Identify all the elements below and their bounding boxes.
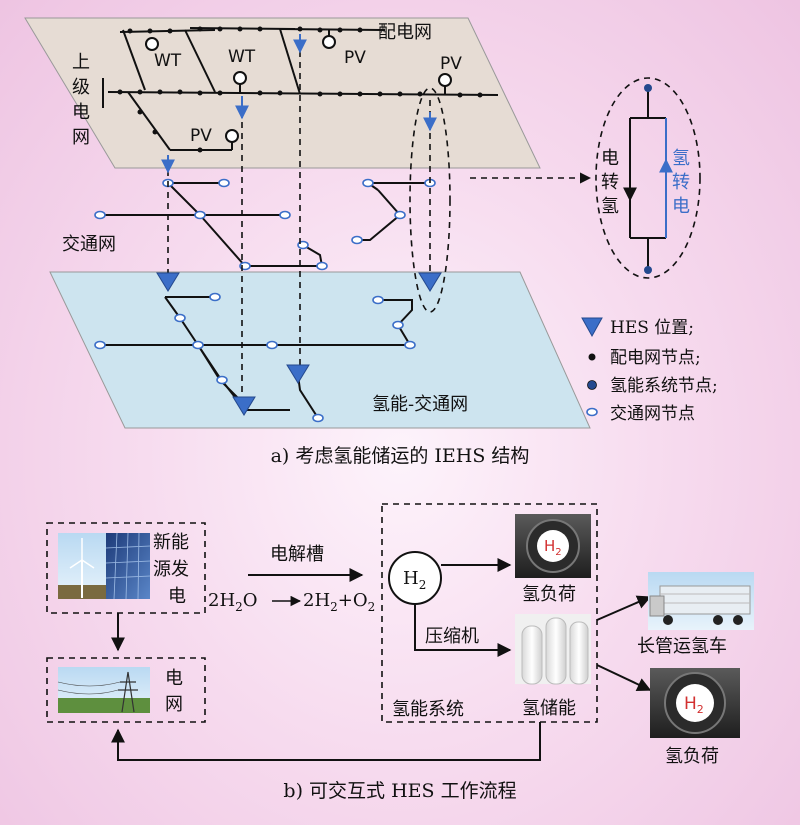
power-to-h2-label: 转 — [601, 172, 619, 193]
coupling-lines — [167, 40, 451, 400]
pv-label: PV — [190, 126, 212, 146]
h2-system-box — [381, 503, 598, 723]
renewable-box — [46, 522, 206, 614]
upper-grid-label: 上 — [72, 52, 90, 73]
legend-blue-dot-symbol — [587, 380, 597, 390]
legend-h2-node-text: 氢能系统节点; — [610, 376, 718, 396]
pv-label: PV — [440, 54, 462, 74]
legend-traffic-node-text: 交通网节点 — [610, 404, 695, 424]
to-tube-trailer-arrow — [596, 595, 652, 621]
pv-symbol — [225, 129, 239, 143]
wt-symbol — [233, 71, 247, 85]
wt-label: WT — [228, 47, 256, 67]
h2-to-power-label: 电 — [672, 196, 690, 217]
distribution-network — [102, 27, 499, 151]
pv-label: PV — [344, 48, 366, 68]
upper-grid-label: 电 — [72, 102, 90, 123]
to-right-h2-load-arrow — [596, 664, 652, 691]
compressor-label: 压缩机 — [425, 626, 479, 647]
h2-storage-image — [515, 614, 591, 685]
renewable-label: 源发 — [153, 559, 189, 580]
conversion-detail — [595, 77, 701, 279]
wt-symbol — [145, 37, 159, 51]
h2-load-label: 氢负荷 — [522, 584, 576, 605]
caption-a: a) 考虑氢能储运的 IEHS 结构 — [271, 445, 530, 467]
storage-to-grid-arrow — [111, 722, 541, 761]
h2-circle-label: H2 — [403, 568, 426, 592]
traffic-nodes — [94, 178, 436, 271]
traffic-network-label: 交通网 — [62, 234, 116, 255]
grid-label: 网 — [165, 694, 183, 715]
h2-tank-image — [515, 514, 591, 578]
h2-to-power-label: 氢 — [672, 148, 690, 169]
tank-h2-badge: H2 — [544, 537, 562, 558]
solar-panel-image — [105, 532, 151, 600]
pv-symbol — [438, 73, 452, 87]
hydrogen-traffic-plane — [49, 271, 591, 429]
h2-load-right-label: 氢负荷 — [665, 746, 719, 767]
power-grid-image — [57, 667, 150, 713]
renewable-label: 新能 — [153, 532, 189, 553]
tube-trailer-image — [648, 572, 754, 630]
grid-box — [46, 657, 206, 723]
caption-b: b) 可交互式 HES 工作流程 — [283, 780, 516, 802]
h2-load-right-image — [650, 668, 740, 738]
reaction-rhs: 2H2+O2 — [303, 590, 375, 614]
power-to-h2-label: 电 — [601, 148, 619, 169]
upper-grid-label: 网 — [72, 127, 90, 148]
wt-label: WT — [154, 51, 182, 71]
power-to-h2-label: 氢 — [601, 196, 619, 217]
h2-storage-label: 氢储能 — [522, 698, 576, 719]
wind-turbine-image — [58, 533, 106, 599]
reaction-lhs: 2H2O — [208, 590, 258, 614]
hydrogen-traffic-label: 氢能-交通网 — [372, 394, 468, 415]
renewable-label: 电 — [168, 586, 186, 607]
pv-symbol — [322, 35, 336, 49]
legend — [581, 317, 603, 417]
legend-hes-text: HES 位置; — [610, 318, 694, 338]
legend-open-dot-symbol — [586, 407, 598, 417]
distribution-network-label: 配电网 — [378, 22, 432, 43]
to-compressor-arrow — [414, 604, 512, 657]
upper-grid-label: 级 — [72, 77, 90, 98]
h2-system-label: 氢能系统 — [392, 699, 464, 720]
h2-to-power-label: 转 — [672, 172, 690, 193]
der-symbols — [145, 35, 452, 143]
tube-trailer-label: 长管运氢车 — [637, 636, 727, 657]
power-flow-arrows — [161, 34, 437, 174]
traffic-network — [100, 182, 430, 267]
hydrogen-traffic-nodes — [94, 292, 416, 423]
hes-locations — [156, 272, 442, 416]
tank-h2-badge: H2 — [684, 694, 704, 716]
legend-distribution-node-text: 配电网节点; — [610, 348, 701, 368]
electrolyzer-label: 电解槽 — [270, 544, 324, 565]
legend-triangle-symbol — [581, 317, 603, 338]
distribution-nodes — [117, 26, 483, 153]
grid-label: 电 — [165, 668, 183, 689]
legend-black-dot-symbol — [588, 353, 596, 361]
